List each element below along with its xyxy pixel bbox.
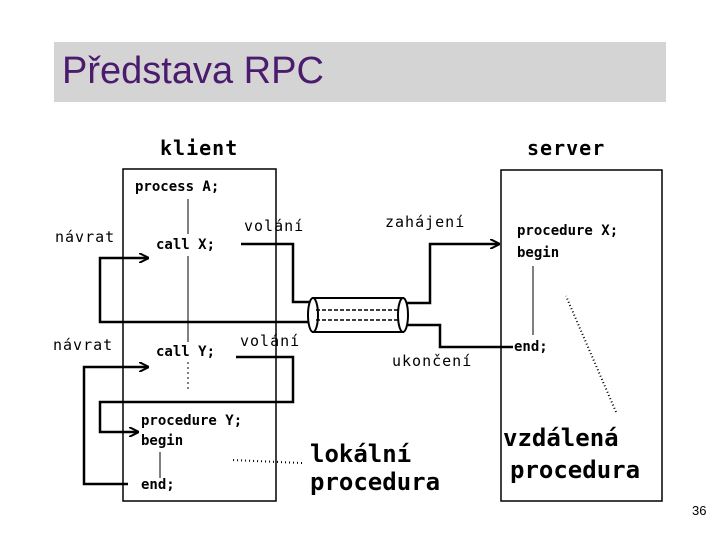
return-x-path bbox=[98, 258, 310, 324]
slide-title: Představa RPC bbox=[62, 50, 324, 92]
remote-caption-line1: vzdálená bbox=[503, 424, 619, 452]
local-pointer bbox=[231, 459, 303, 464]
end-local-text: end; bbox=[141, 477, 175, 493]
server-header: server bbox=[527, 136, 606, 160]
finish-path bbox=[404, 323, 513, 349]
title-bar: Představa RPC bbox=[54, 42, 666, 102]
call-top-label: volání bbox=[244, 217, 305, 235]
server-box bbox=[500, 169, 663, 502]
client-box bbox=[122, 168, 277, 502]
begin-local-text: begin bbox=[141, 433, 184, 449]
return-top-label: návrat bbox=[55, 228, 116, 246]
process-a-text: process A; bbox=[135, 179, 220, 195]
page-number: 36 bbox=[692, 503, 707, 518]
call-y-path bbox=[98, 355, 295, 432]
end-remote-text: end; bbox=[514, 339, 548, 355]
begin-remote-text: begin bbox=[517, 245, 560, 261]
call-bottom-label: volání bbox=[240, 332, 301, 350]
remote-caption-line2: procedura bbox=[510, 456, 641, 484]
start-label: zahájení bbox=[385, 213, 466, 231]
procedure-x-text: procedure X; bbox=[517, 223, 619, 239]
call-x-text: call X; bbox=[156, 237, 216, 253]
call-x-path bbox=[241, 242, 310, 304]
remote-pointer bbox=[565, 295, 617, 413]
network-channel bbox=[307, 297, 409, 333]
return-bottom-label: návrat bbox=[53, 336, 114, 354]
finish-label: ukončení bbox=[392, 352, 473, 370]
client-header: klient bbox=[160, 136, 239, 160]
local-caption-line2: procedura bbox=[310, 468, 441, 496]
start-path bbox=[404, 244, 499, 305]
local-caption-line1: lokální bbox=[310, 440, 412, 468]
call-y-text: call Y; bbox=[156, 344, 216, 360]
procedure-y-text: procedure Y; bbox=[141, 413, 243, 429]
return-y-path bbox=[82, 367, 148, 486]
